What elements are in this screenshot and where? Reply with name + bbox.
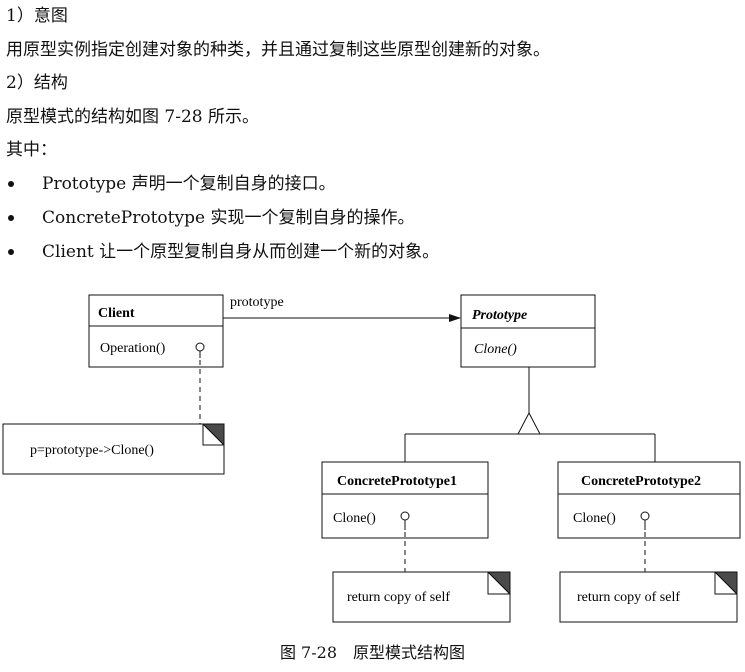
client-class: Client Operation()	[88, 294, 224, 368]
concrete1-note-anchor-icon	[400, 511, 410, 521]
client-operation: Operation()	[100, 341, 166, 356]
concrete2-note: return copy of self	[559, 571, 738, 623]
concrete-prototype2-name: ConcretePrototype2	[581, 474, 701, 489]
prototype-class-name: Prototype	[472, 308, 527, 323]
note-fold-icon	[713, 571, 738, 596]
concrete2-note-text: return copy of self	[577, 590, 680, 605]
bullet-dot	[8, 215, 14, 221]
concrete-prototype2-class: ConcretePrototype2 Clone()	[557, 461, 741, 539]
concrete-prototype1-name: ConcretePrototype1	[337, 474, 457, 489]
bullet-item-prototype: Prototype 声明一个复制自身的接口。	[42, 174, 336, 194]
bullet-item-concreteprototype: ConcretePrototype 实现一个复制自身的操作。	[42, 208, 415, 228]
concrete1-note-text: return copy of self	[347, 590, 450, 605]
note-fold-icon	[486, 571, 511, 596]
inheritance-triangle-icon	[517, 411, 541, 435]
note-fold-icon	[201, 423, 225, 447]
client-note: p=prototype->Clone()	[2, 423, 225, 475]
generalization-tree	[404, 367, 656, 462]
concrete2-note-anchor-icon	[640, 511, 650, 521]
bullet-dot	[8, 181, 14, 187]
structure-paragraph: 原型模式的结构如图 7-28 所示。	[6, 107, 259, 127]
concrete1-note: return copy of self	[332, 571, 511, 623]
prototype-operation: Clone()	[474, 342, 517, 357]
bullet-dot	[8, 249, 14, 255]
intent-paragraph: 用原型实例指定创建对象的种类，并且通过复制这些原型创建新的对象。	[6, 40, 550, 60]
among-them-label: 其中：	[6, 140, 57, 160]
client-class-name: Client	[98, 306, 135, 321]
prototype-class: Prototype Clone()	[460, 294, 596, 368]
client-note-anchor-icon	[195, 342, 205, 352]
bullet-item-client: Client 让一个原型复制自身从而创建一个新的对象。	[42, 242, 440, 262]
association-label: prototype	[230, 295, 284, 310]
concrete-prototype1-operation: Clone()	[333, 511, 376, 526]
heading-intent: 1）意图	[6, 6, 68, 26]
heading-structure: 2）结构	[6, 73, 68, 93]
client-note-text: p=prototype->Clone()	[30, 443, 154, 458]
concrete-prototype1-class: ConcretePrototype1 Clone()	[321, 461, 489, 539]
concrete-prototype2-operation: Clone()	[573, 511, 616, 526]
figure-caption: 图 7-28 原型模式结构图	[279, 643, 466, 662]
